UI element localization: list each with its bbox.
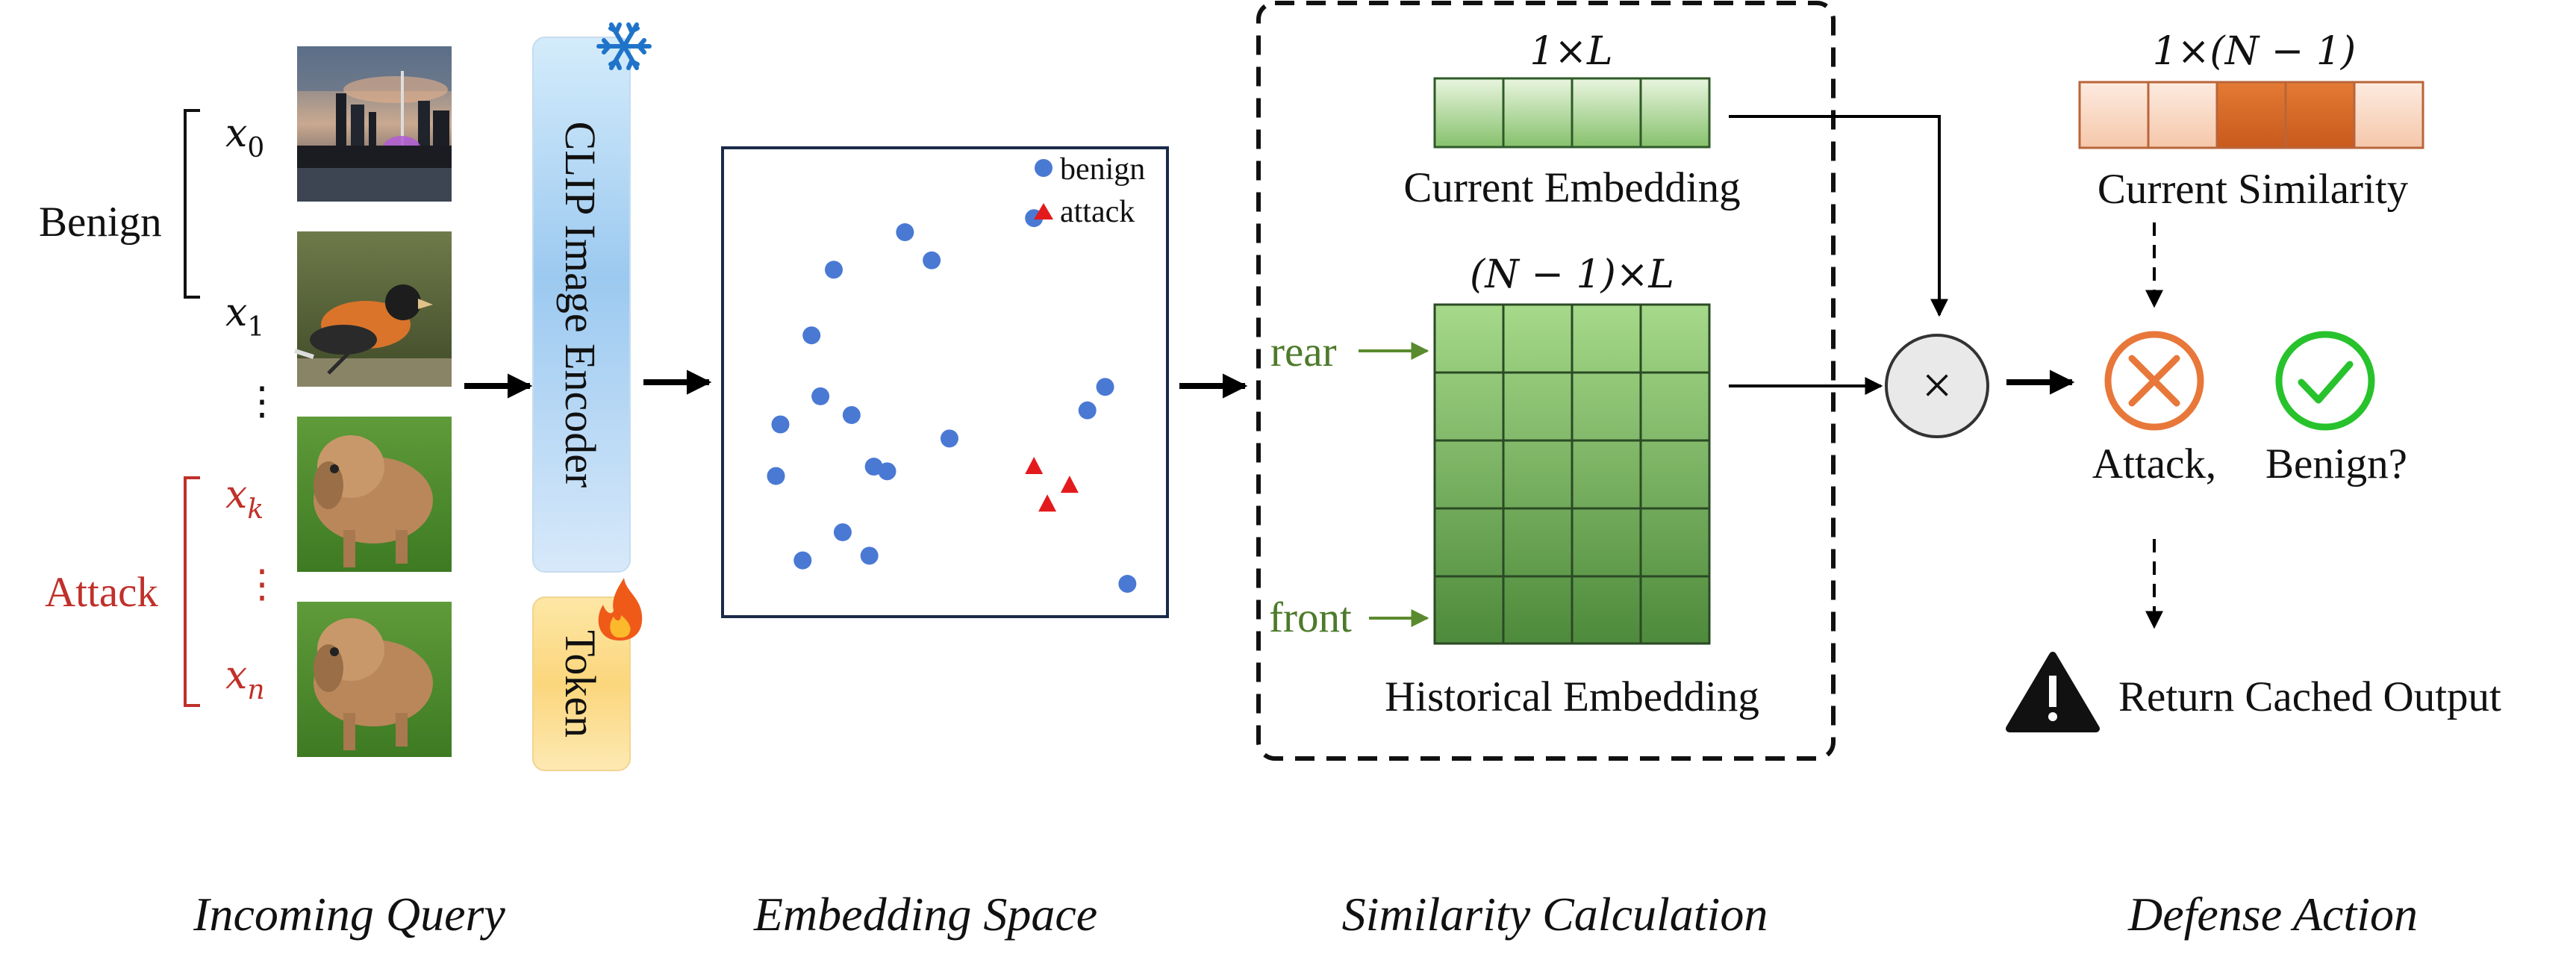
legend-benign-label: benign bbox=[1060, 152, 1145, 187]
historical-embedding-matrix bbox=[1433, 303, 1711, 645]
benign-point-7 bbox=[940, 429, 958, 448]
benign-point-17 bbox=[923, 251, 941, 270]
caption-similarity-calculation: Similarity Calculation bbox=[1342, 888, 1768, 941]
attack-point-0 bbox=[1038, 494, 1057, 512]
benign-point-8 bbox=[1078, 401, 1097, 420]
historical-embedding-label: Historical Embedding bbox=[1385, 673, 1759, 720]
query-label-xn: xn bbox=[225, 653, 265, 705]
attack-group-label: Attack bbox=[45, 569, 158, 616]
benign-point-16 bbox=[1118, 575, 1137, 594]
rear-label: rear bbox=[1270, 328, 1337, 376]
benign-point-10 bbox=[860, 546, 879, 565]
multiply-symbol: × bbox=[1922, 355, 1953, 415]
benign-point-13 bbox=[793, 551, 812, 570]
benign-group-label: Benign bbox=[39, 199, 162, 246]
attack-point-1 bbox=[1025, 457, 1044, 475]
caption-embedding-space: Embedding Space bbox=[753, 888, 1097, 941]
embedding-space-frame bbox=[721, 146, 1169, 618]
front-label: front bbox=[1269, 594, 1352, 641]
similarity-dim: 1×(N − 1) bbox=[2153, 29, 2356, 74]
embedding-points bbox=[767, 209, 1137, 594]
attack-cross-icon bbox=[2104, 331, 2204, 431]
benign-point-14 bbox=[833, 523, 852, 541]
query-image-dog-n bbox=[297, 602, 452, 757]
query-label-x1: x1 bbox=[225, 290, 264, 343]
current-embedding-label: Current Embedding bbox=[1403, 164, 1740, 211]
multiply-operator: × bbox=[1885, 334, 1989, 438]
query-image-city bbox=[297, 46, 452, 202]
current-to-multiply-arrow bbox=[1729, 115, 1948, 317]
benign-point-12 bbox=[767, 467, 785, 485]
benign-decision-label: Benign? bbox=[2265, 440, 2407, 488]
embedding-space-panel: benign attack bbox=[721, 146, 1169, 618]
current-similarity-vector bbox=[2078, 81, 2424, 149]
defense-action-panel: 1×(N − 1) Current Similarity Attack, Ben… bbox=[2006, 29, 2501, 732]
legend-attack-label: attack bbox=[1060, 195, 1135, 229]
return-cached-output-label: Return Cached Output bbox=[2118, 673, 2501, 720]
query-label-x0: x0 bbox=[225, 111, 264, 163]
current-similarity-label: Current Similarity bbox=[2098, 166, 2409, 213]
benign-check-icon bbox=[2275, 331, 2375, 431]
benign-point-9 bbox=[1096, 378, 1114, 396]
query-image-dog-k bbox=[297, 417, 452, 572]
similarity-dashed-frame bbox=[1256, 1, 1836, 761]
caption-defense-action: Defense Action bbox=[2127, 888, 2418, 941]
query-label-xk: xk bbox=[225, 473, 263, 525]
benign-point-1 bbox=[825, 261, 843, 279]
attack-point-2 bbox=[1060, 476, 1079, 493]
legend-benign-marker bbox=[1035, 159, 1052, 177]
benign-point-5 bbox=[842, 405, 861, 424]
benign-bracket bbox=[184, 109, 200, 299]
token-block bbox=[532, 596, 631, 771]
token-label: Token bbox=[556, 630, 605, 738]
historical-embedding-dim: (N − 1)×L bbox=[1470, 252, 1674, 297]
benign-point-2 bbox=[802, 326, 821, 345]
similarity-calculation-panel: 1×L Current Embedding (N − 1)×L rear fro… bbox=[1256, 1, 1836, 761]
snowflake-icon bbox=[596, 22, 652, 70]
current-embedding-vector bbox=[1433, 77, 1711, 149]
current-embedding-dim: 1×L bbox=[1529, 29, 1612, 74]
benign-point-3 bbox=[771, 415, 790, 434]
benign-point-11 bbox=[878, 462, 896, 481]
clip-image-encoder bbox=[532, 37, 631, 573]
fire-icon bbox=[598, 578, 643, 641]
attack-ellipsis: ⋮ bbox=[243, 564, 281, 606]
query-image-bird bbox=[294, 231, 452, 387]
incoming-query-panel: Benign Attack x0 x1 ⋮ xk ⋮ xn bbox=[39, 46, 452, 757]
encoder-label: CLIP Image Encoder bbox=[556, 122, 605, 488]
benign-ellipsis: ⋮ bbox=[243, 381, 281, 423]
benign-point-4 bbox=[811, 387, 830, 405]
clip-encoder-block: CLIP Image Encoder Token bbox=[532, 22, 652, 771]
warning-icon bbox=[2006, 652, 2100, 732]
benign-point-0 bbox=[896, 223, 914, 242]
attack-decision-label: Attack, bbox=[2092, 440, 2216, 488]
attack-bracket bbox=[184, 476, 200, 707]
legend-attack-marker bbox=[1034, 203, 1053, 219]
caption-incoming-query: Incoming Query bbox=[193, 888, 505, 941]
